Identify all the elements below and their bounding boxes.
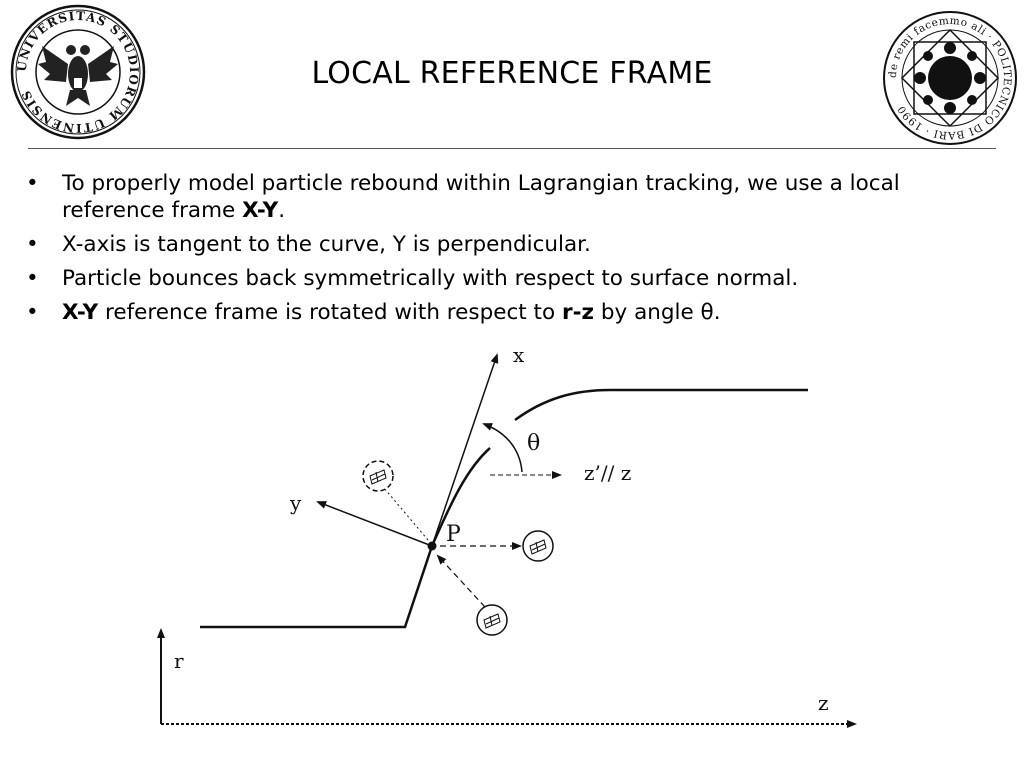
bullet-text: To properly model particle rebound withi… (62, 171, 900, 223)
bullet-dot: • (26, 300, 39, 325)
incoming-particle-icon (476, 604, 508, 636)
x-axis-arrow (431, 353, 499, 547)
bullet-dot: • (26, 232, 39, 257)
bullet-item: • X-Y reference frame is rotated with re… (26, 299, 1006, 326)
university-udine-seal-logo: UNIVERSITAS STUDIORUM UTINENSIS (10, 4, 146, 140)
theta-arc (482, 423, 523, 473)
bullet-list: • To properly model particle rebound wit… (26, 170, 1006, 333)
z-axis-label: z (818, 691, 829, 715)
bullet-item: • To properly model particle rebound wit… (26, 170, 1006, 224)
bullet-bold-text: X-Y (62, 300, 99, 325)
rebound-particle-icon (362, 460, 394, 492)
title-divider (28, 148, 996, 149)
x-axis-label: x (513, 343, 525, 367)
bullet-text: by angle θ. (594, 300, 721, 325)
bullet-item: • Particle bounces back symmetrically wi… (26, 265, 1006, 292)
bullet-dot: • (26, 171, 39, 196)
rebound-trajectory (383, 487, 429, 541)
bullet-text: reference frame is rotated with respect … (98, 300, 562, 325)
wall-profile-lower (200, 545, 434, 629)
bullet-bold-text: r-z (561, 300, 595, 325)
bullet-bold-text: X-Y (242, 198, 279, 223)
y-axis-label: y (289, 491, 302, 515)
theta-label: θ (527, 431, 540, 456)
z-prime-label: z’// z (584, 461, 631, 485)
r-axis-label: r (174, 649, 184, 673)
point-p (427, 541, 437, 551)
bullet-text: X-axis is tangent to the curve, Y is per… (62, 232, 591, 257)
eagle-icon (38, 45, 118, 106)
emblem-icon (914, 42, 986, 114)
bullet-item: • X-axis is tangent to the curve, Y is p… (26, 231, 1006, 258)
incoming-trajectory (436, 554, 486, 608)
bullet-text: . (278, 198, 286, 223)
bullet-text: Particle bounces back symmetrically with… (62, 266, 799, 291)
politecnico-bari-logo: de remi facemmo ali · POLITECNICO DI BAR… (883, 11, 1017, 145)
horizontal-particle-icon (522, 530, 554, 562)
bullet-dot: • (26, 266, 39, 291)
wall-profile-curve (430, 447, 491, 547)
y-axis-arrow (316, 501, 433, 547)
point-p-label: P (446, 522, 461, 547)
wall-profile-upper (514, 388, 808, 422)
page-title: LOCAL REFERENCE FRAME (311, 56, 713, 91)
